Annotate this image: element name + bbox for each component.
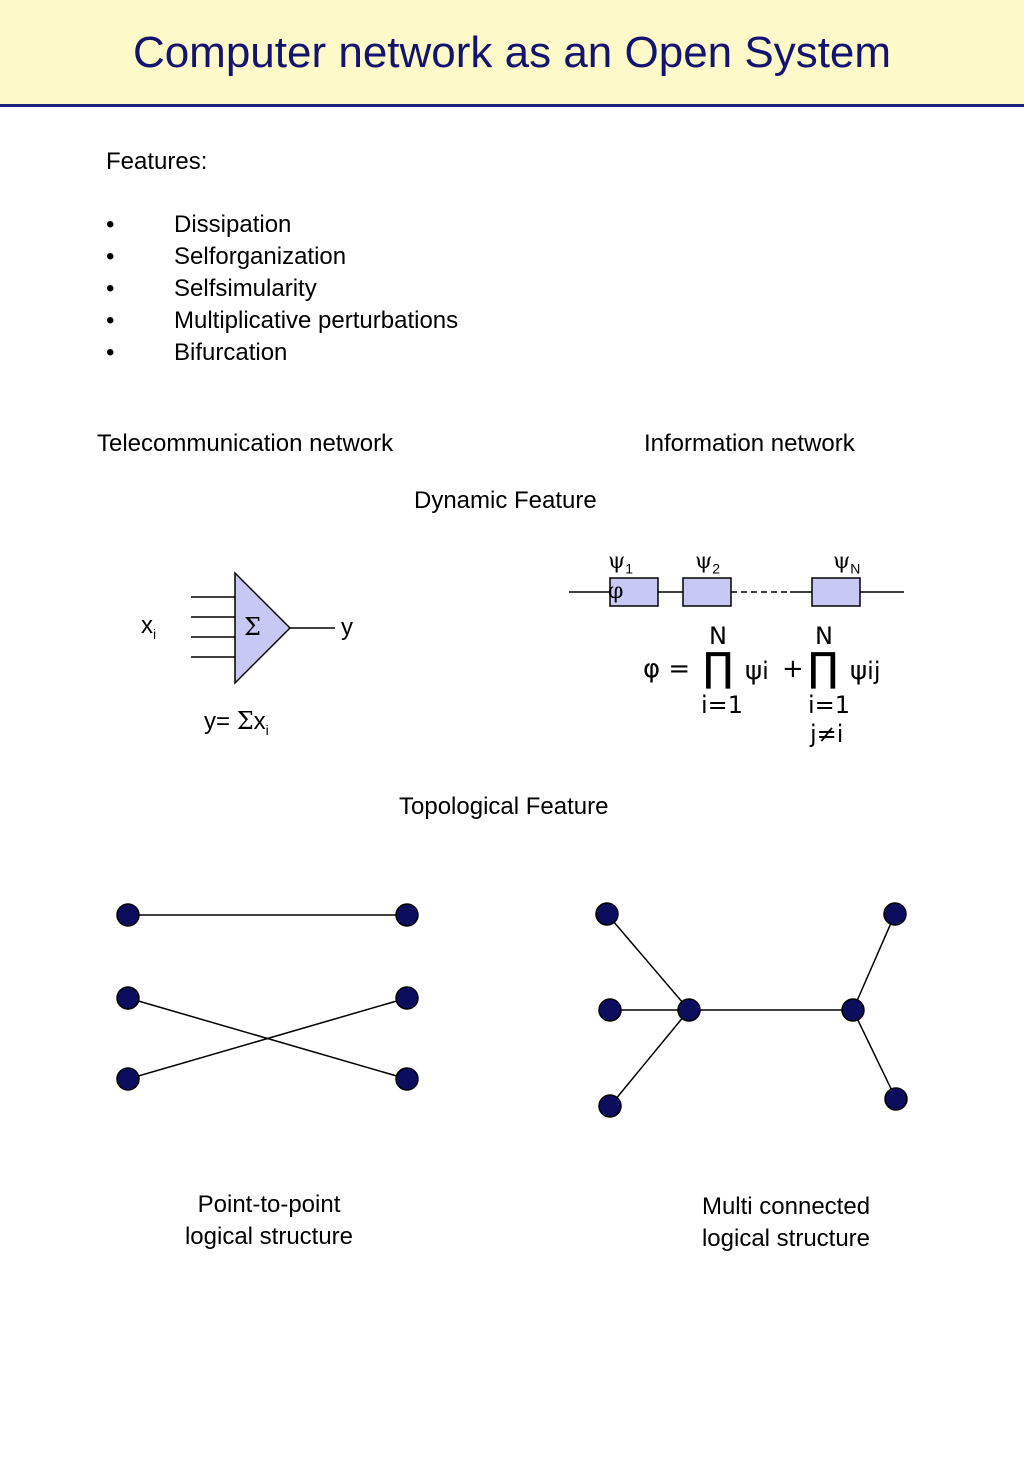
input-var: x bbox=[141, 612, 153, 639]
product-term-2: ψij bbox=[850, 658, 881, 684]
bullet-icon: • bbox=[106, 307, 115, 334]
node bbox=[841, 998, 865, 1022]
node bbox=[395, 903, 419, 927]
product-term-1: ψi bbox=[745, 658, 769, 684]
chain-block-2 bbox=[682, 577, 732, 607]
equation-lhs: φ = bbox=[643, 654, 691, 684]
node bbox=[116, 1067, 140, 1091]
formula-sigma: Σ bbox=[236, 707, 254, 735]
multi-connected-caption-2: logical structure bbox=[701, 1225, 871, 1252]
psi-sub: i bbox=[762, 657, 769, 685]
node bbox=[598, 998, 622, 1022]
psi-symbol: ψ bbox=[833, 549, 851, 574]
edge bbox=[852, 1009, 897, 1100]
multi-connected-caption-1: Multi connected bbox=[701, 1193, 871, 1220]
phi-label: φ bbox=[608, 579, 624, 604]
psi-sub: 2 bbox=[712, 560, 721, 577]
summation-triangle bbox=[234, 571, 292, 685]
sigma-symbol: Σ bbox=[244, 613, 261, 641]
psi-symbol: ψ bbox=[850, 656, 868, 686]
product-condition: j≠i bbox=[810, 720, 844, 748]
feature-item: Selfsimularity bbox=[174, 275, 317, 302]
product-symbol-2: ∏ bbox=[808, 645, 839, 691]
node bbox=[395, 1067, 419, 1091]
bullet-icon: • bbox=[106, 243, 115, 270]
formula-sub: i bbox=[265, 721, 269, 738]
node bbox=[884, 1087, 908, 1111]
feature-item: Dissipation bbox=[174, 211, 292, 238]
node bbox=[395, 986, 419, 1010]
title-bar bbox=[0, 0, 1024, 107]
psi-sub: 1 bbox=[625, 560, 634, 577]
adder-formula: y= Σxi bbox=[204, 709, 269, 737]
psi-symbol: ψ bbox=[745, 656, 763, 686]
psi-1-label: ψ1 bbox=[608, 549, 634, 577]
dynamic-feature-heading: Dynamic Feature bbox=[414, 487, 597, 514]
formula-prefix: y= bbox=[204, 708, 237, 735]
product-lower-2: i=1 bbox=[808, 691, 851, 719]
equation-plus: + bbox=[782, 654, 804, 684]
feature-item: Selforganization bbox=[174, 243, 347, 270]
telecom-network-heading: Telecommunication network bbox=[97, 430, 394, 457]
formula-var: x bbox=[253, 708, 266, 735]
edge bbox=[609, 1009, 690, 1107]
feature-item: Bifurcation bbox=[174, 339, 288, 366]
point-to-point-diagram bbox=[116, 903, 419, 1091]
product-symbol-1: ∏ bbox=[703, 645, 734, 691]
topological-feature-heading: Topological Feature bbox=[399, 793, 609, 820]
psi-sub: ij bbox=[867, 657, 881, 685]
node bbox=[883, 902, 907, 926]
edge bbox=[852, 913, 896, 1011]
chain-block-1 bbox=[609, 577, 659, 607]
output-label: y bbox=[341, 614, 353, 641]
page-title: Computer network as an Open System bbox=[132, 28, 892, 77]
product-upper-2: N bbox=[815, 622, 833, 650]
input-sub: i bbox=[153, 625, 157, 642]
product-upper-1: N bbox=[709, 622, 727, 650]
psi-symbol: ψ bbox=[608, 549, 626, 574]
bullet-icon: • bbox=[106, 211, 115, 238]
node bbox=[677, 998, 701, 1022]
psi-2-label: ψ2 bbox=[695, 549, 721, 577]
feature-item: Multiplicative perturbations bbox=[174, 307, 459, 334]
psi-symbol: ψ bbox=[695, 549, 713, 574]
multi-connected-diagram bbox=[595, 902, 908, 1118]
node bbox=[116, 986, 140, 1010]
node bbox=[598, 1094, 622, 1118]
node bbox=[116, 903, 140, 927]
product-lower-1: i=1 bbox=[701, 691, 744, 719]
psi-n-label: ψN bbox=[833, 549, 861, 577]
point-to-point-caption-1: Point-to-point bbox=[197, 1191, 341, 1218]
point-to-point-caption-2: logical structure bbox=[184, 1223, 354, 1250]
features-heading: Features: bbox=[106, 148, 208, 175]
bullet-icon: • bbox=[106, 339, 115, 366]
adder-diagram bbox=[191, 571, 335, 685]
edge bbox=[127, 997, 408, 1080]
psi-sub: N bbox=[850, 560, 861, 577]
bullet-icon: • bbox=[106, 275, 115, 302]
information-network-heading: Information network bbox=[644, 430, 855, 457]
chain-block-n bbox=[811, 577, 861, 607]
input-label: xi bbox=[141, 614, 156, 641]
node bbox=[595, 902, 619, 926]
edge bbox=[606, 913, 690, 1011]
chain-diagram bbox=[569, 577, 904, 607]
